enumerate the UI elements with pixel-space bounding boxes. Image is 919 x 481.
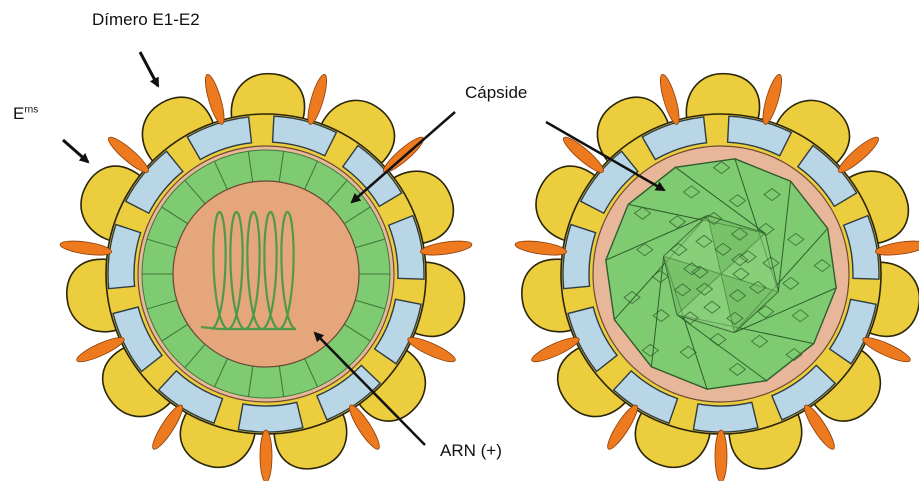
left-virion-icon [59,73,472,481]
arn-label: ARN (+) [440,441,502,461]
right-virion-icon [514,73,919,481]
erns-arrow [63,140,88,162]
dimero-arrow [140,52,158,86]
erns-label-sup: rns [24,104,38,115]
capsomer [248,150,283,182]
erns-label-base: E [13,104,24,123]
membrane-block [693,402,757,432]
erns-spike [260,430,272,481]
capsomer [248,366,283,398]
capside-label: Cápside [465,83,527,103]
dimero-label: Dímero E1-E2 [92,10,200,30]
erns-spike [514,238,567,257]
erns-spike [715,430,727,481]
membrane-block [238,402,302,432]
erns-label: Erns [13,104,38,124]
erns-spike [59,238,112,257]
